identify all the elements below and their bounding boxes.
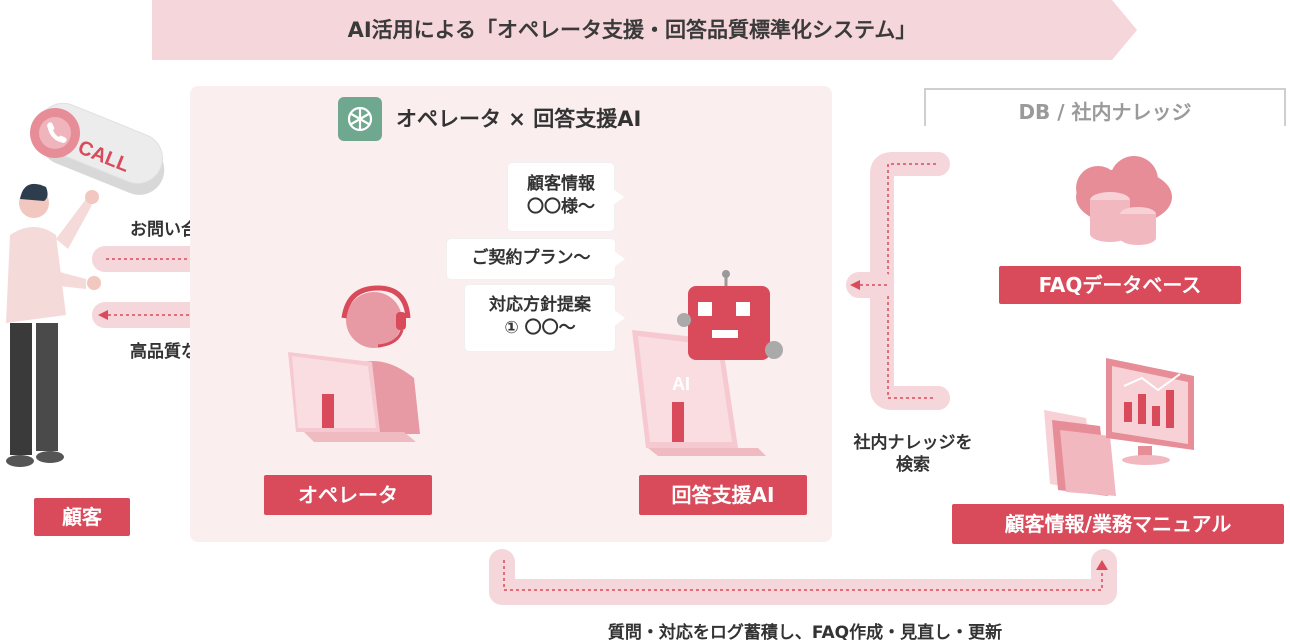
customer-figure: CALL: [6, 102, 165, 467]
operator-label: オペレータ: [264, 475, 432, 515]
panel-title: オペレータ × 回答支援AI: [396, 107, 642, 131]
title-banner: [152, 0, 1137, 60]
robot-icon: AI: [632, 270, 783, 456]
monitor-ai-text: AI: [672, 374, 690, 394]
bubble-line: 対応方針提案: [489, 295, 591, 315]
log-accumulation-label: 質問・対応をログ蓄積し、FAQ作成・見直し・更新: [607, 623, 1003, 640]
banner-title: AI活用による「オペレータ支援・回答品質標準化システム」: [347, 18, 917, 42]
folder-icon: [1044, 410, 1116, 496]
db-title: DB / 社内ナレッジ: [990, 96, 1220, 125]
policy-bubble: 対応方針提案 ① 〇〇〜: [465, 285, 625, 351]
bubble-line: 〇〇様〜: [527, 197, 595, 217]
customer-info-bubble: 顧客情報 〇〇様〜: [508, 163, 624, 231]
bubble-line: ① 〇〇〜: [504, 318, 576, 338]
bubble-line: ご契約プラン〜: [471, 248, 591, 268]
feedback-loop-arrow: [489, 549, 1117, 605]
customer-label: 顧客: [34, 498, 130, 536]
phone-icon: [30, 108, 80, 158]
search-label-line2: 検索: [896, 455, 930, 475]
customer-info-manual-label: 顧客情報/業務マニュアル: [952, 504, 1284, 544]
chart-monitor-icon: [1106, 358, 1194, 465]
openai-icon: [338, 97, 382, 141]
faq-db-label: FAQデータベース: [999, 266, 1241, 304]
database-cloud-icon: [1076, 156, 1172, 245]
contract-plan-bubble: ご契約プラン〜: [447, 239, 625, 279]
search-label-line1: 社内ナレッジを: [853, 433, 973, 453]
db-bracket: [924, 88, 1286, 126]
answer-ai-label: 回答支援AI: [639, 475, 807, 515]
headset-operator-icon: [288, 285, 420, 442]
bubble-line: 顧客情報: [527, 174, 595, 194]
search-bracket: [846, 152, 950, 410]
